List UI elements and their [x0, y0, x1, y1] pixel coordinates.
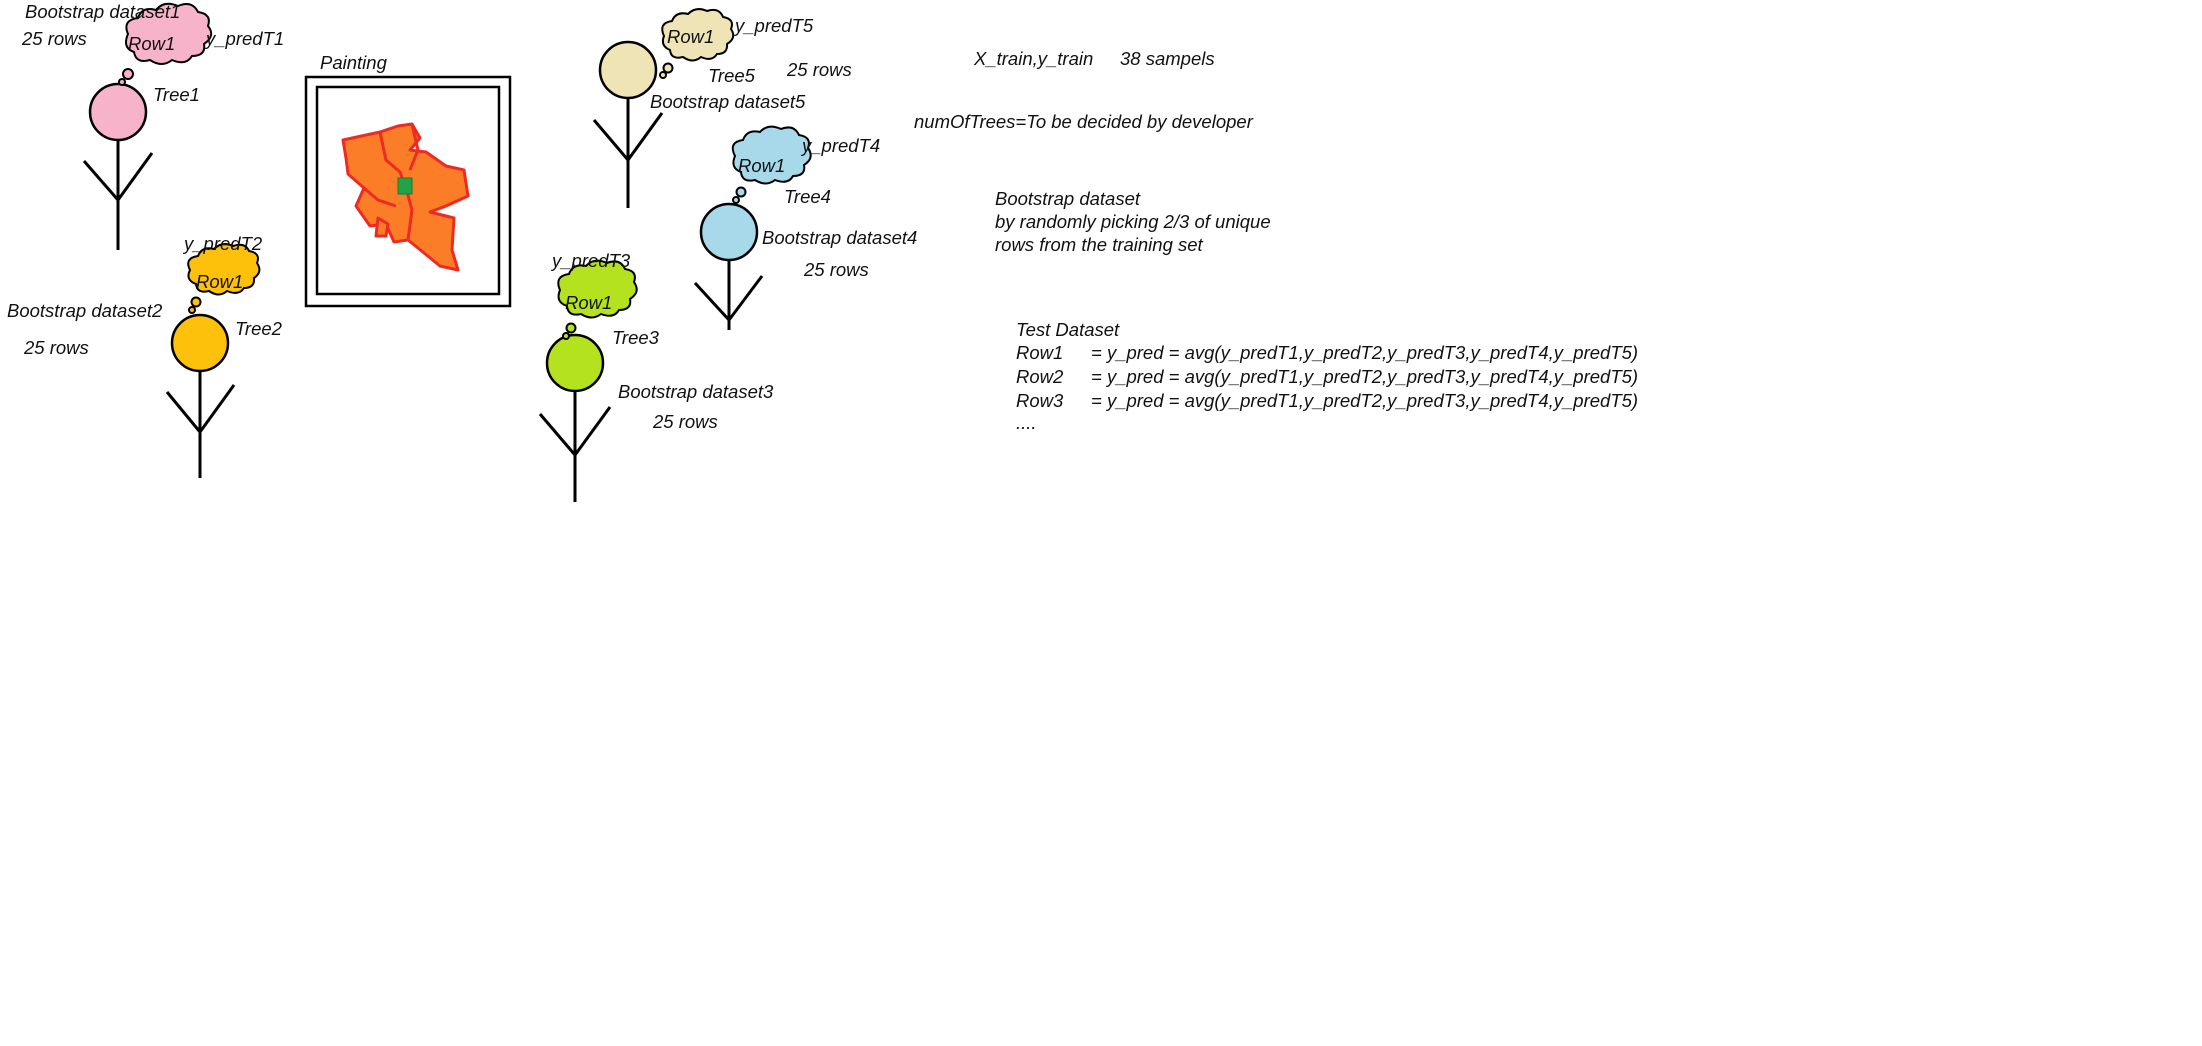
tree5-cloud-label: Row1 — [667, 26, 715, 47]
tree1-cloud — [125, 2, 213, 65]
tree3-prediction-label: y_predT3 — [552, 250, 631, 271]
tree4-name-label: Tree4 — [784, 186, 831, 207]
tree5-bootstrap-label: Bootstrap dataset5 — [650, 91, 806, 112]
tree4-cloud — [731, 125, 812, 185]
painting-flower-center — [397, 177, 413, 195]
train-label: X_train,y_train — [974, 48, 1094, 69]
tree2-bootstrap-label: Bootstrap dataset2 — [7, 300, 163, 321]
test-dataset-row: Row2 = y_pred = avg(y_predT1,y_predT2,y_p… — [1016, 366, 1639, 387]
tree5-cloud-bubble-small — [659, 71, 667, 79]
tree2-cloud-bubble-small — [188, 306, 196, 314]
test-dataset-ellipsis: .... — [1016, 412, 1037, 433]
tree3-figure — [538, 391, 612, 502]
tree1-bootstrap-label: Bootstrap dataset1 — [25, 1, 181, 22]
painting-label: Painting — [320, 52, 387, 73]
tree5-rows-label: 25 rows — [787, 59, 852, 80]
tree2-figure — [165, 371, 236, 478]
bootstrap-note-line2: rows from the training set — [995, 234, 1203, 255]
tree2-cloud-label: Row1 — [196, 271, 244, 292]
tree5-cloud — [661, 8, 735, 62]
test-dataset-row: Row3 = y_pred = avg(y_predT1,y_predT2,y_p… — [1016, 390, 1639, 411]
tree1-rows-label: 25 rows — [22, 28, 87, 49]
tree4-node — [699, 202, 759, 262]
tree4-cloud-bubble-large — [735, 186, 747, 198]
tree3-cloud-label: Row1 — [565, 292, 613, 313]
tree5-figure — [592, 98, 664, 208]
tree4-figure — [693, 260, 764, 330]
tree2-prediction-label: y_predT2 — [184, 233, 263, 254]
tree3-cloud-bubble-small — [562, 332, 570, 340]
tree4-cloud-label: Row1 — [738, 155, 786, 176]
painting-frame-outer — [304, 75, 512, 308]
tree3-bootstrap-label: Bootstrap dataset3 — [618, 381, 774, 402]
tree5-name-label: Tree5 — [708, 65, 755, 86]
tree4-cloud-bubble-small — [732, 196, 740, 204]
tree2-name-label: Tree2 — [235, 318, 282, 339]
tree1-name-label: Tree1 — [153, 84, 200, 105]
tree2-cloud — [187, 243, 261, 296]
samples-label: 38 sampels — [1120, 48, 1215, 69]
test-dataset-title: Test Dataset — [1016, 319, 1120, 340]
tree3-rows-label: 25 rows — [653, 411, 718, 432]
tree1-cloud-label: Row1 — [128, 33, 176, 54]
test-row-formula: = y_pred = avg(y_predT1,y_predT2,y_predT… — [1091, 390, 1639, 411]
test-row-formula: = y_pred = avg(y_predT1,y_predT2,y_predT… — [1091, 366, 1639, 387]
tree5-cloud-bubble-large — [662, 62, 674, 74]
tree3-node — [545, 333, 605, 393]
tree3-name-label: Tree3 — [612, 327, 659, 348]
tree1-node — [88, 82, 148, 142]
tree5-prediction-label: y_predT5 — [735, 15, 814, 36]
tree3-cloud-bubble-large — [565, 322, 577, 334]
num-trees-note: numOfTrees=To be decided by developer — [914, 111, 1253, 132]
tree2-rows-label: 25 rows — [24, 337, 89, 358]
test-dataset-row: Row1 = y_pred = avg(y_predT1,y_predT2,y_p… — [1016, 342, 1639, 363]
tree4-rows-label: 25 rows — [804, 259, 869, 280]
tree2-cloud-bubble-large — [190, 296, 202, 308]
painting-frame-inner — [315, 85, 501, 296]
tree2-node — [170, 313, 230, 373]
tree4-bootstrap-label: Bootstrap dataset4 — [762, 227, 918, 248]
tree1-prediction-label: y_predT1 — [206, 28, 285, 49]
test-row-name: Row1 — [1016, 342, 1064, 363]
bootstrap-note-line1: by randomly picking 2/3 of unique — [995, 211, 1271, 232]
test-row-formula: = y_pred = avg(y_predT1,y_predT2,y_predT… — [1091, 342, 1639, 363]
tree3-cloud — [557, 259, 638, 319]
test-row-name: Row2 — [1016, 366, 1064, 387]
tree1-cloud-bubble-small — [118, 78, 126, 86]
tree1-figure — [82, 140, 154, 250]
test-row-name: Row3 — [1016, 390, 1064, 411]
tree4-prediction-label: y_predT4 — [802, 135, 881, 156]
tree5-node — [598, 40, 658, 100]
bootstrap-note-title: Bootstrap dataset — [995, 188, 1141, 209]
tree1-cloud-bubble-large — [122, 68, 134, 80]
painting-flower — [341, 122, 470, 272]
